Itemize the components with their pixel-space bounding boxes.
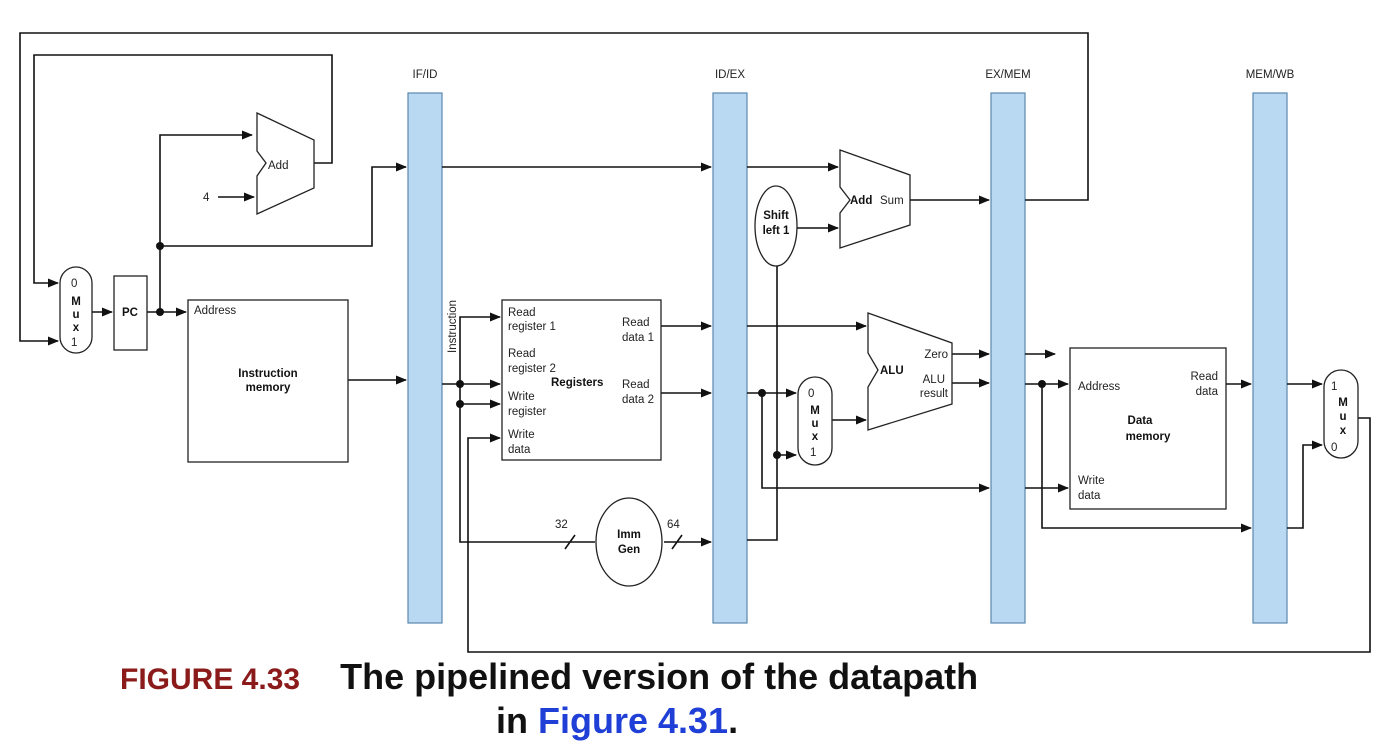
alu-mux-u: u: [811, 418, 818, 430]
id-ex-register: [712, 92, 748, 624]
wb-mux-u: u: [1339, 411, 1346, 423]
reg-read-reg1-a: Read: [508, 307, 536, 319]
branch-adder-label: Add: [850, 195, 872, 207]
datapath-diagram: IF/ID ID/EX EX/MEM MEM/WB: [19, 32, 1371, 653]
mem-wb-register: [1252, 92, 1288, 624]
alu: [867, 312, 953, 431]
pc-mux-in1: 1: [71, 337, 77, 349]
imm-gen-line1: Imm: [617, 529, 641, 541]
registers-title: Registers: [551, 377, 603, 389]
reg-write-data-b: data: [508, 444, 531, 456]
dmem-write-label-1: Write: [1078, 475, 1105, 487]
imem-title-1: Instruction: [238, 368, 297, 380]
imm-in-width: 32: [555, 519, 568, 531]
alu-mux: [797, 376, 833, 466]
caption-line-2: in Figure 4.31.: [496, 700, 738, 742]
alu-result-label-2: result: [920, 388, 949, 400]
reg-write-data-a: Write: [508, 429, 535, 441]
dmem-read-label-1: Read: [1191, 371, 1219, 383]
caption-text-1: The pipelined version of the datapath: [340, 656, 979, 697]
pc-label: PC: [122, 307, 138, 319]
alu-mux-x: x: [812, 431, 819, 443]
caption-line-1: FIGURE 4.33 The pipelined version of the…: [120, 656, 978, 698]
dmem-address-label: Address: [1078, 381, 1120, 393]
alu-label: ALU: [880, 365, 904, 377]
reg-read-data1-a: Read: [622, 317, 650, 329]
pc-mux: [59, 266, 93, 354]
wb-mux: [1323, 369, 1359, 459]
reg-write-reg-b: register: [508, 406, 547, 418]
alu-result-label-1: ALU: [923, 374, 945, 386]
imm-gen: [595, 497, 663, 587]
reg-read-reg2-a: Read: [508, 348, 536, 360]
reg-write-reg-a: Write: [508, 391, 535, 403]
reg-read-data2-a: Read: [622, 379, 650, 391]
if-id-label: IF/ID: [413, 69, 438, 81]
caption-suffix: .: [728, 700, 739, 741]
alu-mux-in0: 0: [808, 388, 814, 400]
id-ex-label: ID/EX: [715, 69, 745, 81]
reg-read-reg1-b: register 1: [508, 321, 556, 333]
figure-reference-link[interactable]: Figure 4.31: [538, 700, 729, 741]
pc-mux-x: x: [73, 322, 80, 334]
instruction-memory: [187, 299, 349, 463]
dmem-title-2: memory: [1126, 431, 1171, 443]
mem-wb-label: MEM/WB: [1246, 69, 1295, 81]
alu-zero-label: Zero: [924, 349, 948, 361]
wb-mux-m: M: [1338, 397, 1348, 409]
if-id-register: [407, 92, 443, 624]
register-file: [501, 299, 662, 461]
dmem-write-label-2: data: [1078, 490, 1101, 502]
imem-address-label: Address: [194, 305, 236, 317]
alu-mux-in1: 1: [810, 447, 816, 459]
shift-line1: Shift: [763, 210, 789, 222]
caption-prefix: in: [496, 700, 538, 741]
const-four-label: 4: [203, 192, 210, 204]
ex-mem-label: EX/MEM: [985, 69, 1030, 81]
wb-mux-in0: 0: [1331, 442, 1337, 454]
pc-mux-in0: 0: [71, 278, 77, 290]
wb-mux-in1: 1: [1331, 381, 1337, 393]
branch-adder-sum: Sum: [880, 195, 904, 207]
figure-number: FIGURE 4.33: [120, 663, 301, 696]
if-adder-label: Add: [268, 160, 288, 172]
shift-left-unit: [754, 185, 798, 267]
wb-mux-x: x: [1340, 425, 1347, 437]
reg-read-reg2-b: register 2: [508, 363, 556, 375]
if-adder: [256, 111, 315, 216]
alu-mux-m: M: [810, 405, 820, 417]
imm-out-width: 64: [667, 519, 680, 531]
dmem-title-1: Data: [1128, 415, 1154, 427]
imm-gen-line2: Gen: [618, 544, 640, 556]
pc-mux-m: M: [71, 296, 81, 308]
pc-register: [113, 275, 148, 351]
junction-dots: [156, 242, 1046, 459]
imem-title-2: memory: [246, 382, 291, 394]
reg-read-data2-b: data 2: [622, 394, 654, 406]
instruction-bus-label: Instruction: [447, 300, 459, 353]
dmem-read-label-2: data: [1196, 386, 1219, 398]
data-memory: [1069, 347, 1227, 510]
ex-mem-register: [990, 92, 1026, 624]
reg-read-data1-b: data 1: [622, 332, 654, 344]
branch-adder: [839, 149, 911, 249]
pc-mux-u: u: [72, 309, 79, 321]
shift-line2: left 1: [763, 225, 790, 237]
